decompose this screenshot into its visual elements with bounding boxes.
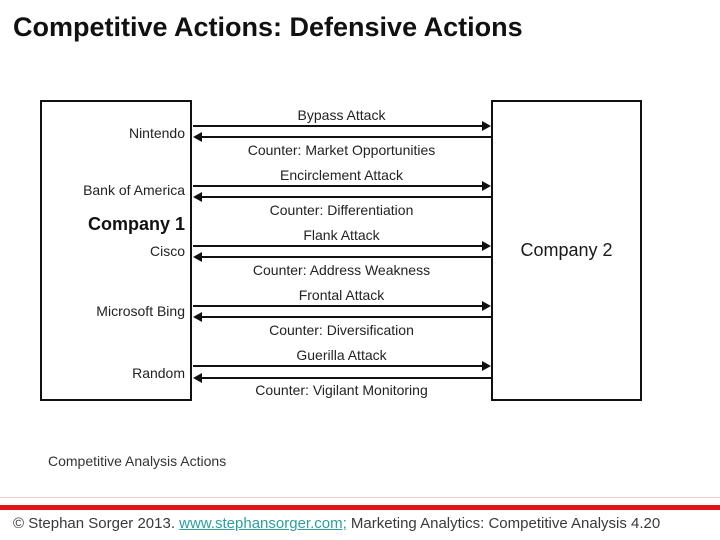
competitor-label-random: Random [132,365,185,381]
diagram-caption: Competitive Analysis Actions [48,453,227,469]
competitor-label-bank-of-america: Bank of America [83,182,185,198]
attack-label: Bypass Attack [297,107,386,123]
arrow-shaft [200,136,491,138]
counter-label: Counter: Market Opportunities [247,142,436,158]
footer-course-info: Marketing Analytics: Competitive Analysi… [346,515,661,532]
arrow-shaft [193,365,484,367]
arrow-shaft [193,305,484,307]
attack-label: Frontal Attack [298,287,385,303]
arrowhead-left-icon [193,132,202,142]
company1-label: Company 1 [87,214,185,234]
counter-label: Counter: Differentiation [269,202,414,218]
arrowhead-right-icon [482,181,491,191]
counter-arrow-left-icon [193,312,491,322]
counter-arrow-left-icon [193,252,491,262]
counter-label: Counter: Vigilant Monitoring [255,382,428,398]
counter-label: Counter: Diversification [269,322,414,338]
counter-label: Counter: Address Weakness [252,262,431,278]
company2-label: Company 2 [520,240,613,260]
footer-copyright: © Stephan Sorger 2013. [13,515,180,532]
arrowhead-right-icon [482,361,491,371]
arrowhead-left-icon [193,192,202,202]
arrow-shaft [193,125,484,127]
arrowhead-right-icon [482,301,491,311]
arrow-shaft [200,316,491,318]
footer-thin-line [0,497,720,498]
slide-title: Competitive Actions: Defensive Actions [13,12,523,42]
competitor-label-nintendo: Nintendo [128,125,185,141]
arrowhead-left-icon [193,312,202,322]
attack-label: Flank Attack [303,227,380,243]
arrow-shaft [200,196,491,198]
arrow-shaft [200,377,491,379]
counter-arrow-left-icon [193,373,491,383]
competitor-label-microsoft-bing: Microsoft Bing [96,303,185,319]
attack-label: Encirclement Attack [280,167,403,183]
attack-arrow-right-icon [193,181,491,191]
attack-arrow-right-icon [193,121,491,131]
competitor-label-cisco: Cisco [149,243,185,259]
attack-arrow-right-icon [193,241,491,251]
arrowhead-right-icon [482,241,491,251]
footer-text: © Stephan Sorger 2013. www.stephansorger… [13,515,660,532]
arrowhead-left-icon [193,252,202,262]
arrowhead-right-icon [482,121,491,131]
arrow-shaft [193,185,484,187]
arrowhead-left-icon [193,373,202,383]
arrow-shaft [193,245,484,247]
counter-arrow-left-icon [193,192,491,202]
counter-arrow-left-icon [193,132,491,142]
arrow-shaft [200,256,491,258]
footer-website-link[interactable]: www.stephansorger.com; [179,515,347,532]
footer-red-bar [0,505,720,510]
company2-box: Company 2 [491,100,642,401]
attack-label: Guerilla Attack [296,347,387,363]
attack-arrow-right-icon [193,361,491,371]
company1-box [40,100,192,401]
attack-arrow-right-icon [193,301,491,311]
